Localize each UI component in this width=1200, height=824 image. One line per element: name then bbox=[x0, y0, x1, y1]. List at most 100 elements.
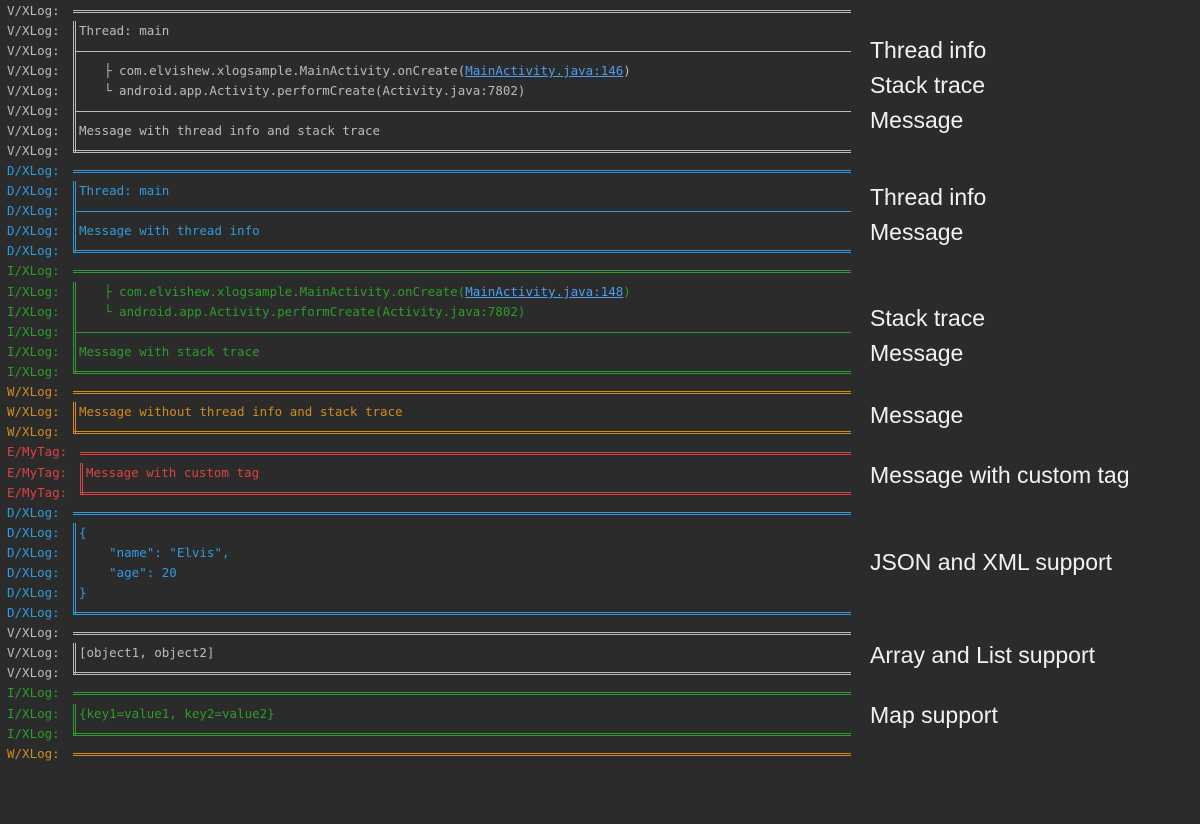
log-tag: W/XLog: bbox=[7, 404, 60, 419]
caption-custom-tag: Message with custom tag bbox=[870, 462, 1130, 488]
caption-stack-trace: Stack trace bbox=[870, 305, 986, 331]
json-text: "name": "Elvis", bbox=[79, 545, 230, 560]
border-top bbox=[73, 10, 851, 13]
caption-thread-info: Thread info bbox=[870, 37, 987, 63]
border-left bbox=[73, 121, 76, 141]
border-left bbox=[80, 463, 83, 483]
border-left bbox=[73, 201, 76, 221]
log-line: V/XLog: [object1, object2] bbox=[0, 643, 860, 663]
log-line: D/XLog: bbox=[0, 503, 860, 523]
log-tag: V/XLog: bbox=[7, 123, 60, 138]
border-left bbox=[80, 483, 83, 495]
log-tag: V/XLog: bbox=[7, 665, 60, 680]
border-left bbox=[73, 724, 76, 736]
divider bbox=[76, 111, 851, 112]
stack-frame-suffix: ) bbox=[623, 63, 631, 78]
log-tag: V/XLog: bbox=[7, 83, 60, 98]
log-line: V/XLog: ├ com.elvishew.xlogsample.MainAc… bbox=[0, 61, 860, 81]
thread-info-text: Thread: main bbox=[79, 23, 170, 38]
log-tag: D/XLog: bbox=[7, 545, 60, 560]
log-line: D/XLog: bbox=[0, 241, 860, 261]
border-left bbox=[73, 523, 76, 543]
log-tag: E/MyTag: bbox=[7, 444, 68, 459]
message-text: Message with stack trace bbox=[79, 344, 260, 359]
log-tag: V/XLog: bbox=[7, 43, 60, 58]
log-tag: W/XLog: bbox=[7, 384, 60, 399]
divider bbox=[76, 51, 851, 52]
log-tag: I/XLog: bbox=[7, 364, 60, 379]
log-line: I/XLog: bbox=[0, 724, 860, 744]
border-left bbox=[73, 101, 76, 121]
log-line: D/XLog: Message with thread info bbox=[0, 221, 860, 241]
log-line: V/XLog: Message with thread info and sta… bbox=[0, 121, 860, 141]
caption-stack-trace: Stack trace bbox=[870, 72, 986, 98]
border-top bbox=[73, 270, 851, 273]
log-tag: I/XLog: bbox=[7, 706, 60, 721]
divider bbox=[76, 332, 851, 333]
log-line: I/XLog: bbox=[0, 261, 860, 281]
log-tag: I/XLog: bbox=[7, 344, 60, 359]
message-text: Message without thread info and stack tr… bbox=[79, 404, 403, 419]
border-left bbox=[73, 61, 76, 81]
divider bbox=[76, 211, 851, 212]
map-text: {key1=value1, key2=value2} bbox=[79, 706, 275, 721]
log-line: I/XLog: Message with stack trace bbox=[0, 342, 860, 362]
log-line: V/XLog: bbox=[0, 41, 860, 61]
log-line: I/XLog: {key1=value1, key2=value2} bbox=[0, 704, 860, 724]
source-link[interactable]: MainActivity.java:146 bbox=[465, 63, 624, 78]
caption-map: Map support bbox=[870, 702, 998, 728]
caption-array-list: Array and List support bbox=[870, 642, 1096, 668]
stack-frame-text: ├ com.elvishew.xlogsample.MainActivity.o… bbox=[104, 284, 466, 299]
log-line: W/XLog: bbox=[0, 422, 860, 442]
border-left bbox=[73, 302, 76, 322]
stack-frame-suffix: ) bbox=[623, 284, 631, 299]
log-tag: I/XLog: bbox=[7, 685, 60, 700]
caption-message: Message bbox=[870, 219, 964, 245]
log-tag: V/XLog: bbox=[7, 625, 60, 640]
log-line: W/XLog: bbox=[0, 744, 860, 764]
log-tag: D/XLog: bbox=[7, 565, 60, 580]
source-link[interactable]: MainActivity.java:148 bbox=[465, 284, 624, 299]
caption-message: Message bbox=[870, 340, 964, 366]
border-left bbox=[73, 663, 76, 675]
log-tag: D/XLog: bbox=[7, 163, 60, 178]
border-left bbox=[73, 543, 76, 563]
log-tag: D/XLog: bbox=[7, 605, 60, 620]
border-bottom bbox=[73, 431, 851, 434]
message-text: Message with thread info and stack trace bbox=[79, 123, 381, 138]
log-line: D/XLog: bbox=[0, 603, 860, 623]
border-top bbox=[73, 391, 851, 394]
border-top bbox=[73, 753, 851, 756]
message-text: Message with thread info bbox=[79, 223, 260, 238]
json-text: { bbox=[79, 525, 87, 540]
border-left bbox=[73, 282, 76, 302]
border-left bbox=[73, 603, 76, 615]
log-tag: D/XLog: bbox=[7, 243, 60, 258]
log-tag: I/XLog: bbox=[7, 263, 60, 278]
log-tag: D/XLog: bbox=[7, 223, 60, 238]
stack-frame-text: └ android.app.Activity.performCreate(Act… bbox=[104, 83, 526, 98]
caption-json-xml: JSON and XML support bbox=[870, 549, 1113, 575]
caption-thread-info: Thread info bbox=[870, 184, 987, 210]
log-tag: V/XLog: bbox=[7, 23, 60, 38]
log-line: V/XLog: bbox=[0, 1, 860, 21]
log-tag: V/XLog: bbox=[7, 103, 60, 118]
border-left bbox=[73, 21, 76, 41]
border-left bbox=[73, 402, 76, 422]
border-top bbox=[73, 632, 851, 635]
caption-message: Message bbox=[870, 402, 964, 428]
border-left bbox=[73, 221, 76, 241]
log-line: W/XLog: Message without thread info and … bbox=[0, 402, 860, 422]
log-tag: D/XLog: bbox=[7, 525, 60, 540]
log-line: E/MyTag: bbox=[0, 442, 860, 462]
border-bottom bbox=[80, 492, 851, 495]
log-line: V/XLog: Thread: main bbox=[0, 21, 860, 41]
thread-info-text: Thread: main bbox=[79, 183, 170, 198]
log-line: V/XLog: bbox=[0, 101, 860, 121]
log-line: I/XLog: ├ com.elvishew.xlogsample.MainAc… bbox=[0, 282, 860, 302]
log-tag: W/XLog: bbox=[7, 746, 60, 761]
border-left bbox=[73, 704, 76, 724]
border-bottom bbox=[73, 612, 851, 615]
log-line: D/XLog: Thread: main bbox=[0, 181, 860, 201]
log-line: E/MyTag: Message with custom tag bbox=[0, 463, 860, 483]
